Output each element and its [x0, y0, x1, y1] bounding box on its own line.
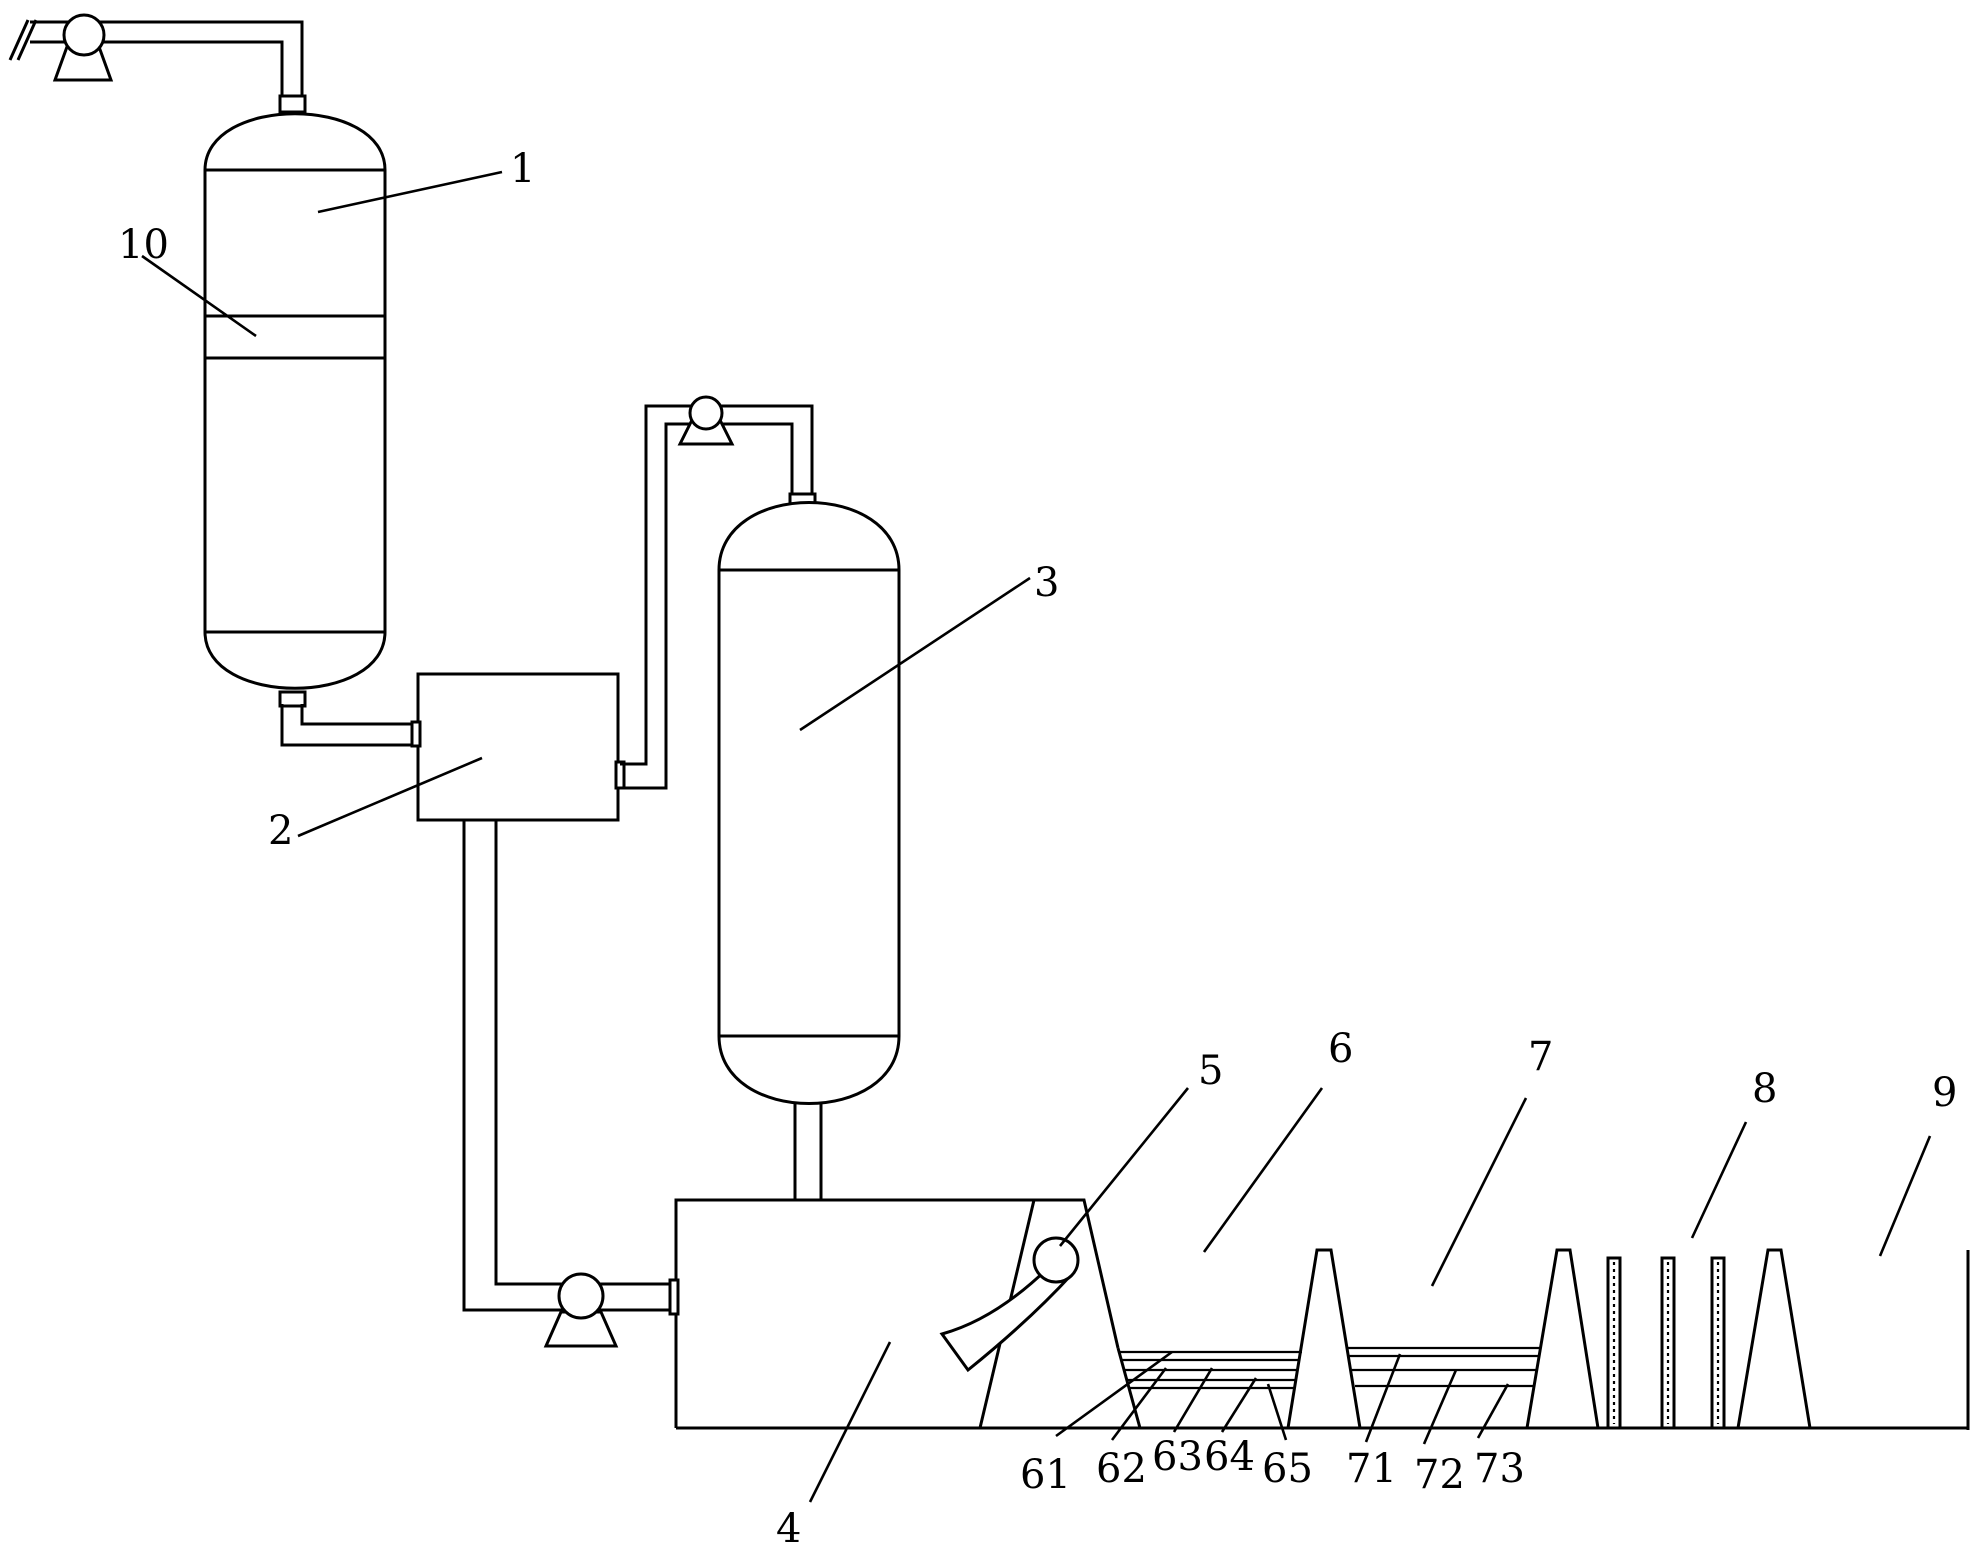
weir-7-8 [1525, 1248, 1600, 1429]
vessel-3 [717, 492, 901, 1105]
section-7-layers [1347, 1346, 1540, 1388]
leader-lines [141, 170, 1932, 1503]
label-73: 73 [1474, 1446, 1525, 1492]
pump-lower [543, 1272, 619, 1348]
label-5: 5 [1198, 1048, 1223, 1094]
pump-upper [677, 395, 735, 446]
section-6-layers [1116, 1347, 1302, 1429]
pipe-2-to-3 [620, 404, 814, 790]
weir-6-7 [1286, 1248, 1362, 1429]
box-2 [410, 672, 626, 822]
label-3: 3 [1034, 560, 1059, 606]
label-63: 63 [1152, 1434, 1203, 1480]
label-65: 65 [1262, 1446, 1313, 1492]
label-4: 4 [776, 1506, 801, 1547]
pipe-2-to-4 [462, 820, 676, 1312]
vessel-1 [203, 94, 387, 708]
label-1: 1 [510, 146, 535, 192]
filter-plates-8 [1606, 1256, 1726, 1430]
label-72: 72 [1414, 1452, 1465, 1498]
reference-labels: 1 10 2 3 4 5 6 7 8 9 61 62 63 64 65 71 7… [118, 146, 1957, 1547]
filter-layer-10 [205, 314, 385, 360]
label-71: 71 [1346, 1446, 1397, 1492]
label-64: 64 [1204, 1434, 1255, 1480]
pipe-3-to-4 [793, 1104, 823, 1200]
label-9: 9 [1932, 1070, 1957, 1116]
label-8: 8 [1752, 1066, 1777, 1112]
label-62: 62 [1096, 1446, 1147, 1492]
label-10: 10 [118, 222, 169, 268]
weir-8-9 [1736, 1248, 1812, 1429]
label-6: 6 [1328, 1026, 1353, 1072]
pipe-1-to-2 [280, 704, 418, 747]
inlet-pipe [8, 19, 304, 103]
label-2: 2 [268, 808, 293, 854]
label-61: 61 [1020, 1452, 1071, 1498]
device-5 [939, 1236, 1080, 1373]
label-7: 7 [1528, 1034, 1553, 1080]
inlet-pump [52, 13, 114, 82]
